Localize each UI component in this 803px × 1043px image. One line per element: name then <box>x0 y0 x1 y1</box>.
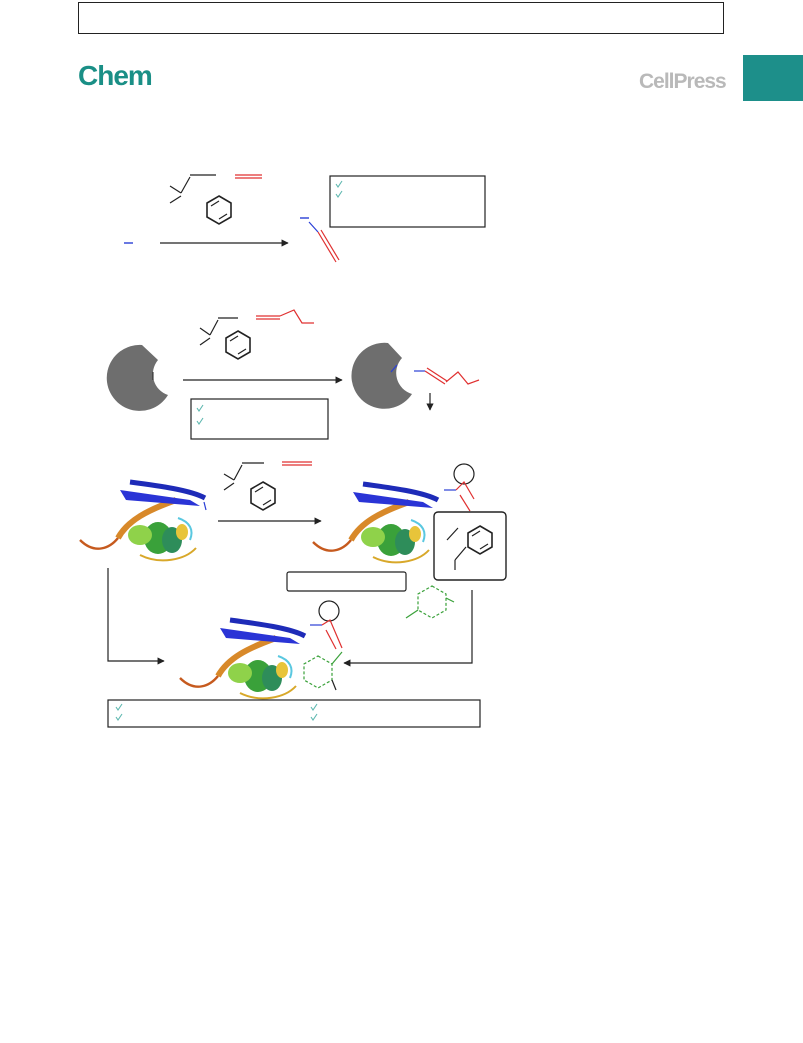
aryl-reagent <box>405 585 455 619</box>
aryl-product <box>303 651 343 691</box>
panel-b <box>106 309 480 440</box>
check-icon <box>115 713 123 721</box>
check-icon <box>310 703 318 711</box>
conditions-box <box>329 175 486 228</box>
journal-logo: Chem <box>78 60 153 91</box>
check-icon <box>196 417 204 425</box>
protein-ribbon-icon <box>312 481 440 564</box>
check-icon <box>335 190 343 198</box>
product-structure <box>300 217 340 263</box>
conditions-box <box>190 398 329 440</box>
enzyme-icon <box>106 344 168 411</box>
section-tab <box>743 55 803 101</box>
reaction-arrow-icon <box>107 568 165 665</box>
publisher-logo: CellPress <box>639 70 727 93</box>
reagent-structure <box>169 174 262 225</box>
check-icon <box>115 703 123 711</box>
intermediate-box <box>433 511 507 581</box>
header-frame <box>78 2 724 34</box>
panel-c <box>79 461 507 728</box>
labeled-product-chain <box>424 367 480 385</box>
check-icon <box>310 713 318 721</box>
protein-ribbon-icon <box>179 617 307 700</box>
reagent-structure <box>223 461 312 511</box>
reagent-box <box>286 571 407 592</box>
check-icon <box>196 404 204 412</box>
reaction-arrow-icon <box>343 590 473 667</box>
panel-a <box>124 174 486 263</box>
check-icon <box>335 180 343 188</box>
metal-marker <box>453 463 475 485</box>
conditions-box <box>107 699 481 728</box>
protein-ribbon-icon <box>79 479 207 562</box>
enzyme-icon <box>351 342 412 409</box>
metal-marker <box>318 600 340 622</box>
reagent-structure <box>199 309 314 360</box>
